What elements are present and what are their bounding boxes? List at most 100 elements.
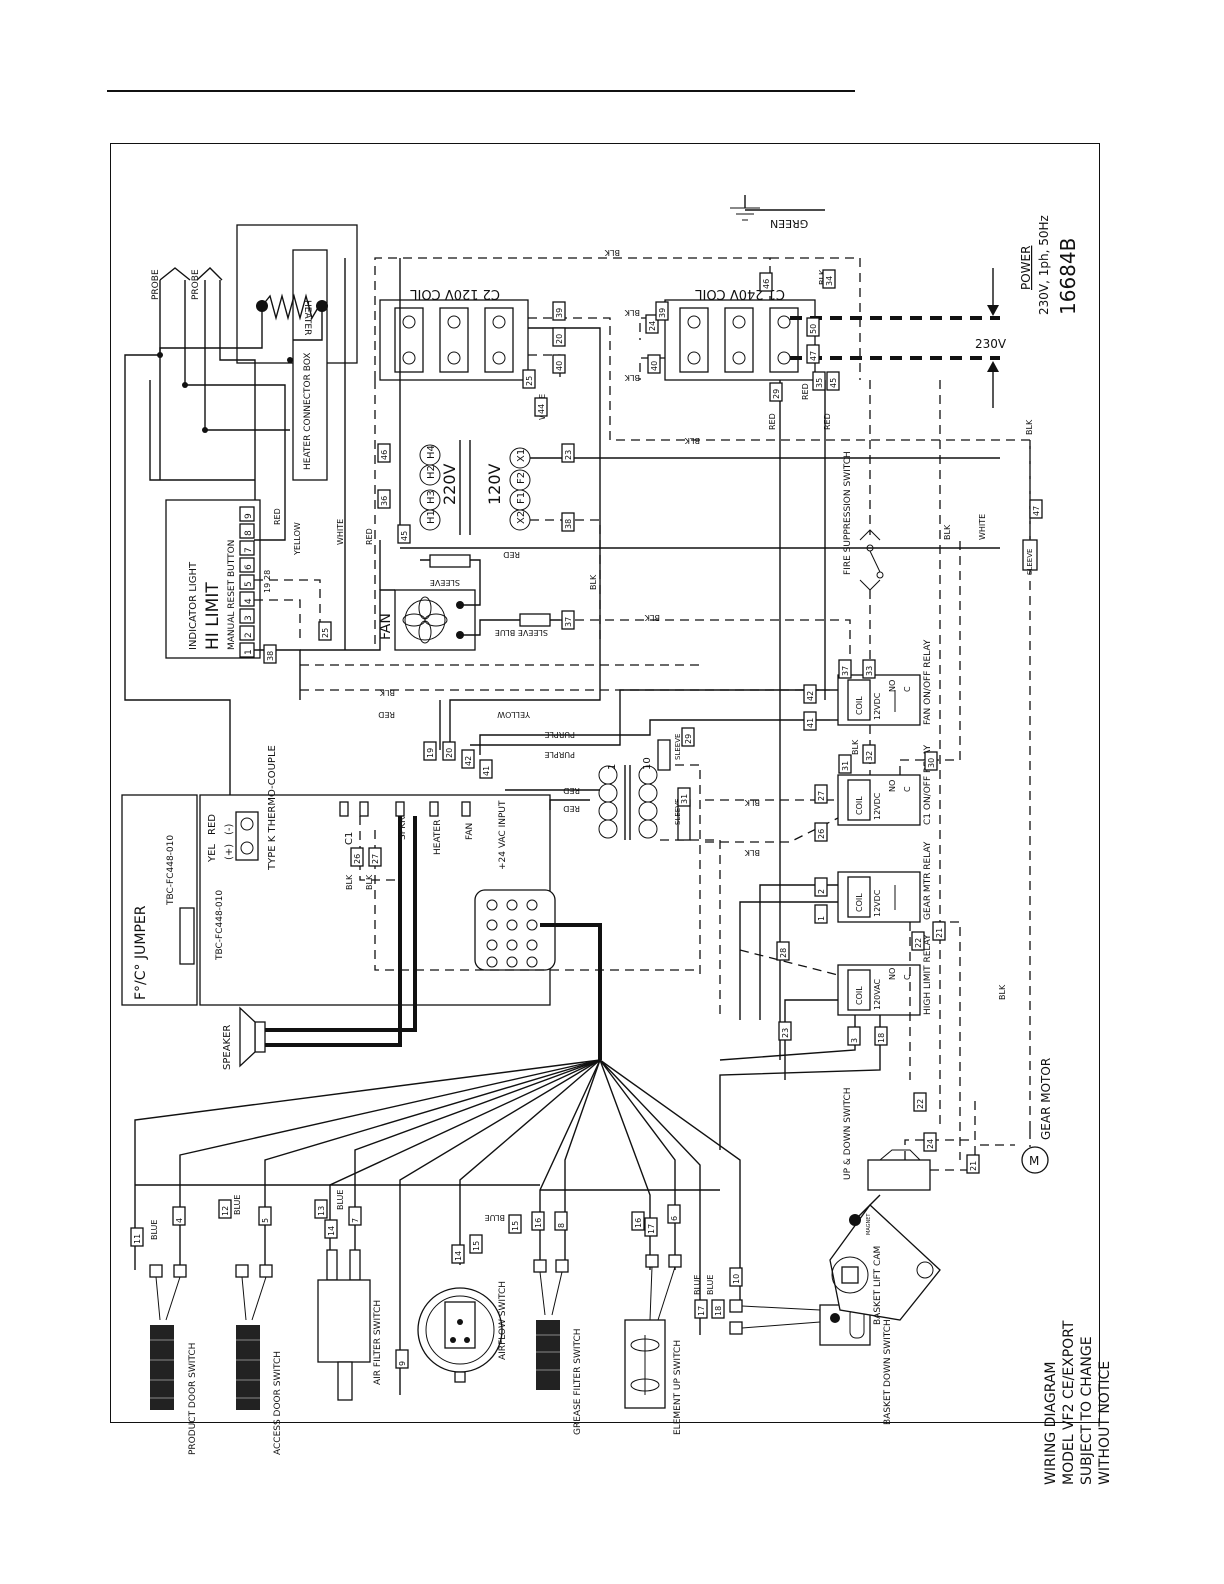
- wire-tag: 6: [670, 1216, 679, 1221]
- wire-tag: 31: [680, 794, 689, 804]
- hi-limit-module: [165, 480, 321, 700]
- hi-limit-term: 6: [244, 564, 254, 570]
- wire-color-label: BLK: [365, 874, 374, 890]
- basket-cam-label: BASKET LIFT CAM: [873, 1246, 883, 1325]
- wire-color-label: PURPLE: [544, 750, 575, 759]
- relay-voltage: 12VDC: [873, 792, 882, 820]
- indicator-light-label: INDICATOR LIGHT: [188, 561, 199, 650]
- air-filter-switch: [317, 1249, 371, 1401]
- junction: [182, 382, 188, 388]
- wire-tag: 14: [327, 1226, 336, 1236]
- heater-element-symbol: [261, 293, 320, 321]
- wire-tag: 44: [537, 404, 546, 414]
- hi-limit-term: 7: [244, 547, 254, 553]
- product-door-switch: [149, 1264, 187, 1410]
- hi-limit-term: 2: [244, 632, 254, 638]
- wire-color-label: BLUE: [706, 1275, 715, 1295]
- wire-color-label: BLK: [998, 984, 1007, 1000]
- wire: [184, 280, 286, 480]
- arrow-head: [987, 305, 999, 316]
- wire-tag: 29: [684, 734, 693, 744]
- relay-c: C: [903, 786, 912, 792]
- wire-color-label: SLEEVE: [674, 734, 682, 760]
- hi-limit-term: 4: [244, 598, 254, 604]
- up-down-switch: [867, 1095, 1015, 1191]
- wire-color-label: BLK: [624, 373, 640, 382]
- wire-color-label: BLK: [851, 739, 860, 755]
- power-input: [730, 195, 1000, 408]
- wire-tag: 29: [772, 389, 781, 399]
- term-f2: F2: [516, 472, 527, 484]
- wire-tag: 41: [482, 766, 491, 776]
- wire-tag: 22: [916, 1099, 925, 1109]
- wire-tag: 17: [697, 1306, 706, 1316]
- wire-color-label: BLK: [744, 848, 760, 857]
- wire: [660, 764, 701, 980]
- heater-probe-section: [124, 224, 358, 850]
- wire-tag: 21: [969, 1161, 978, 1171]
- wire-tag: 23: [781, 1028, 790, 1038]
- wire-tag: 38: [564, 519, 573, 529]
- header-rule: [107, 90, 855, 92]
- wire-tag: 7: [351, 1218, 360, 1223]
- power-spec: 230V, 1ph, 50Hz: [1037, 215, 1051, 315]
- wire-tag: 10: [732, 1274, 741, 1284]
- thermocouple-label: TYPE K THERMO-COUPLE: [267, 745, 278, 871]
- relay-voltage: 12VDC: [873, 889, 882, 917]
- wire-color-label: RED: [801, 383, 810, 400]
- speaker: [239, 1006, 266, 1068]
- ground-label: GREEN: [770, 217, 808, 230]
- molex-connector: [474, 889, 556, 971]
- relay-coil: COIL: [855, 696, 864, 715]
- air-filter-label: AIR FILTER SWITCH: [373, 1300, 383, 1385]
- drawing-number: 16684B: [1056, 238, 1080, 315]
- wire-tag: 32: [865, 751, 874, 761]
- junction: [157, 352, 163, 358]
- gear-motor: [1021, 1130, 1049, 1174]
- wire-color-label: BLK: [943, 524, 952, 540]
- motor-symbol-label: M: [1029, 1154, 1039, 1168]
- wire-tags: 46 34 39 24 39 20 50 25 40 40 47 29 35 4…: [130, 269, 1043, 1369]
- wire-color-label: YELLOW: [497, 710, 531, 719]
- drawing-frame: [110, 143, 1100, 1423]
- speaker-wire: [265, 816, 402, 1047]
- thermocouple-terminal: [235, 811, 259, 861]
- wire-tag: 33: [865, 666, 874, 676]
- spkr-label: SPKR: [398, 817, 408, 840]
- relay-no: NO: [888, 680, 897, 692]
- wire-tag: 26: [353, 854, 362, 864]
- wire-tag: 2: [817, 889, 826, 894]
- wire-tag: 38: [266, 651, 275, 661]
- heater-terminal: [429, 801, 439, 817]
- wire-tag: 24: [926, 1139, 935, 1149]
- up-down-label: UP & DOWN SWITCH: [843, 1087, 853, 1180]
- wire-tag: 47: [809, 351, 818, 361]
- high-limit-relay: [837, 964, 921, 1016]
- wire-color-label: BLUE: [485, 1213, 505, 1222]
- wire-tag: 26: [817, 829, 826, 839]
- power-label: POWER: [1019, 246, 1033, 290]
- wire-tag: 16: [634, 1218, 643, 1228]
- access-door-label: ACCESS DOOR SWITCH: [273, 1351, 283, 1455]
- grease-filter-switch: [533, 1259, 569, 1390]
- wire: [254, 480, 286, 541]
- wire-tag: 15: [472, 1241, 481, 1251]
- wire-color-label: SLEEVE: [1026, 549, 1034, 575]
- wire-color-label: RED: [768, 413, 777, 430]
- wire-tag: 37: [564, 617, 573, 627]
- fan-term-label: FAN: [465, 823, 475, 840]
- transformer: [399, 258, 1000, 640]
- probe-symbol: [159, 267, 191, 281]
- wire-color-label: BLK: [379, 688, 395, 697]
- wire-color-label: RED: [273, 508, 282, 525]
- wire-tag: 21: [935, 928, 944, 938]
- wire-tag: 47: [1032, 506, 1041, 516]
- wire-tag: 46: [762, 279, 771, 289]
- high-limit-relay-label: HIGH LIMIT RELAY: [923, 934, 933, 1015]
- junction: [287, 357, 293, 363]
- term-h1: H1: [426, 510, 437, 524]
- wire-color-label: RED: [378, 710, 395, 719]
- wire-tag: 17: [647, 1224, 656, 1234]
- spkr-terminal: [395, 801, 405, 817]
- wire-tag: 30: [927, 758, 936, 768]
